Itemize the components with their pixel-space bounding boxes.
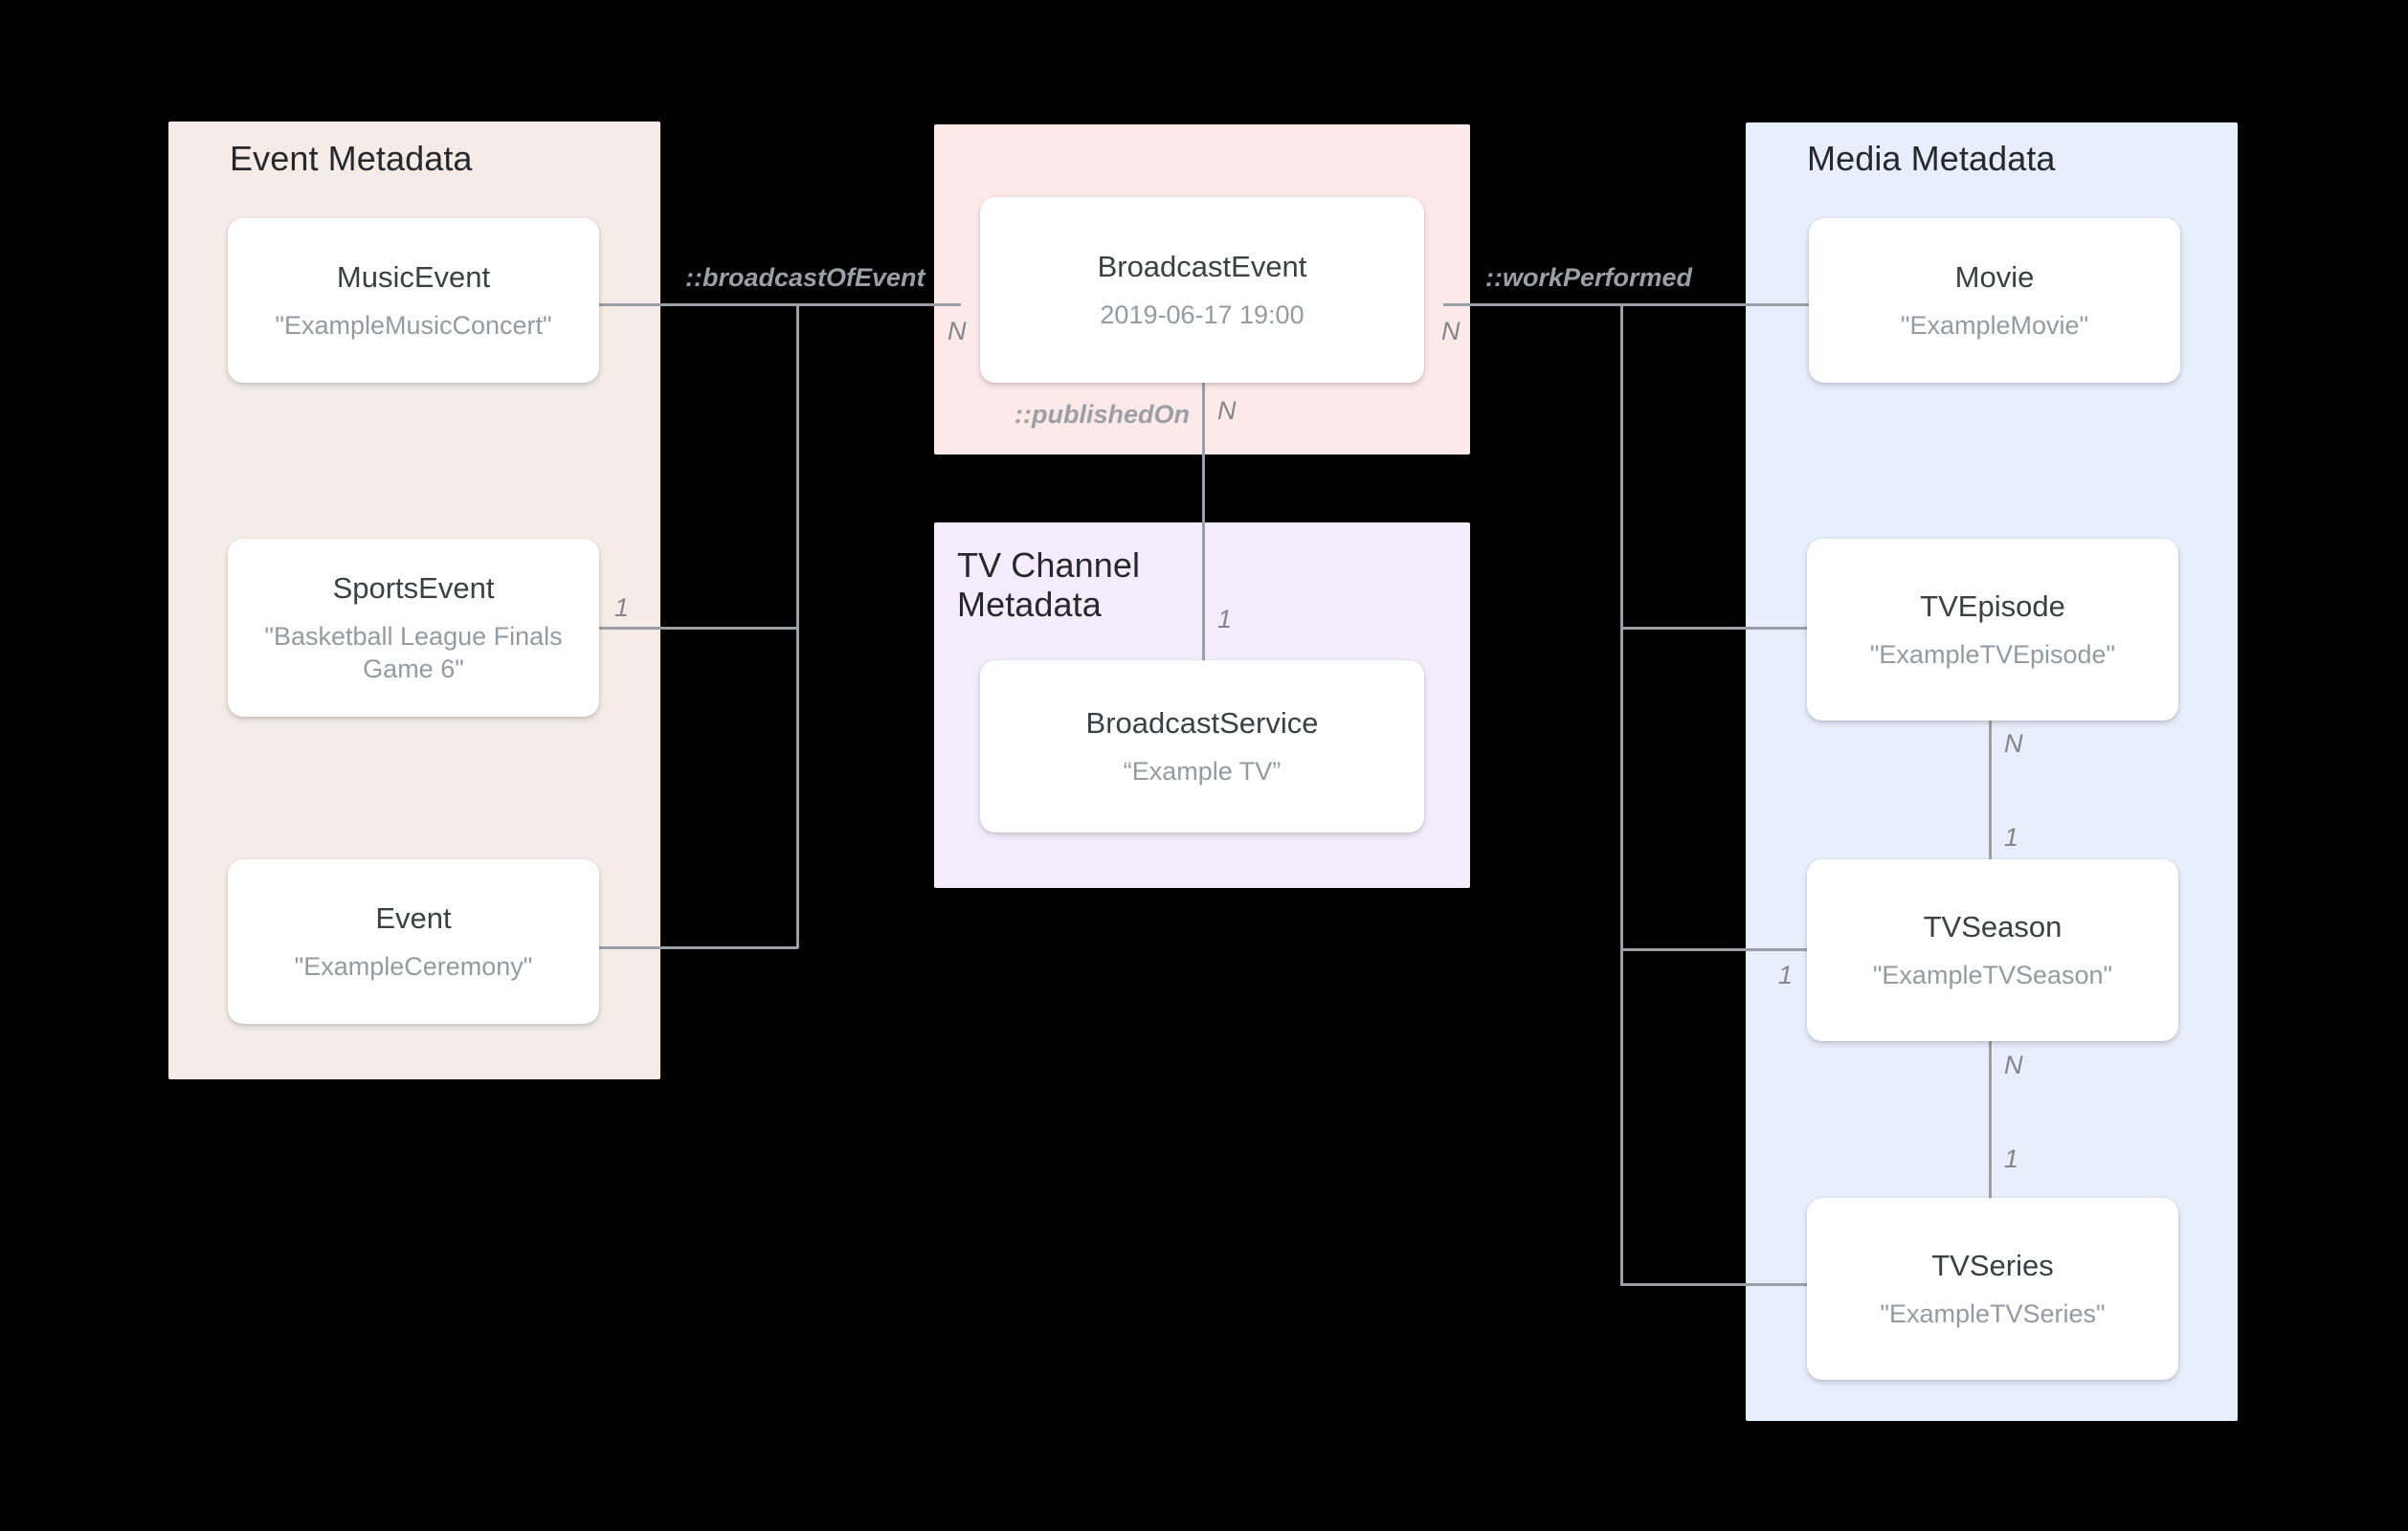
group-title-media-metadata: Media Metadata [1807,139,2056,178]
multiplicity-broadcast-service-top: 1 [1217,605,1233,633]
entity-value-tv-series: "ExampleTVSeries" [1880,1298,2106,1328]
relation-label-work-performed: ::workPerformed [1485,263,1693,292]
entity-card-movie[interactable]: Movie "ExampleMovie" [1809,218,2180,383]
entity-type-tv-episode: TVEpisode [1920,588,2065,623]
multiplicity-season-left: 1 [1778,961,1794,989]
connector-broadcast-to-event-trunk [796,303,961,306]
connector-season-to-series [1989,1039,1992,1211]
entity-value-broadcast-service: “Example TV” [1123,756,1282,786]
connector-branch-tv-series [1620,1283,1812,1286]
connector-branch-tv-season [1620,948,1812,951]
multiplicity-broadcast-bottom: N [1217,396,1237,425]
entity-type-music-event: MusicEvent [336,259,491,294]
entity-value-music-event: "ExampleMusicConcert" [275,310,552,340]
entity-value-broadcast-event: 2019-06-17 19:00 [1100,300,1304,329]
entity-type-broadcast-event: BroadcastEvent [1097,249,1307,283]
multiplicity-broadcast-left: N [948,317,967,345]
entity-value-movie: "ExampleMovie" [1900,310,2089,340]
connector-media-trunk-vertical [1620,303,1623,1285]
entity-value-event: "ExampleCeremony" [294,951,533,981]
multiplicity-season-top: 1 [2004,823,2019,852]
entity-card-event[interactable]: Event "ExampleCeremony" [228,859,599,1024]
entity-card-tv-series[interactable]: TVSeries "ExampleTVSeries" [1807,1198,2178,1380]
entity-type-sports-event: SportsEvent [332,570,495,605]
entity-card-sports-event[interactable]: SportsEvent "Basketball League Finals Ga… [228,539,599,717]
connector-branch-event [599,946,798,949]
entity-card-tv-episode[interactable]: TVEpisode "ExampleTVEpisode" [1807,539,2178,721]
multiplicity-broadcast-right: N [1441,317,1460,345]
connector-branch-music-event [599,303,798,306]
entity-value-sports-event: "Basketball League Finals Game 6" [264,621,563,683]
group-title-tv-channel-metadata: TV Channel Metadata [957,545,1141,625]
entity-card-broadcast-service[interactable]: BroadcastService “Example TV” [980,660,1424,832]
connector-episode-to-season [1989,720,1992,911]
connector-published-on [1202,383,1205,660]
entity-type-tv-series: TVSeries [1931,1248,2054,1282]
relation-label-broadcast-of-event: ::broadcastOfEvent [685,263,925,292]
relation-label-published-on: ::publishedOn [1014,400,1190,429]
connector-branch-sports-event [599,627,798,630]
entity-card-broadcast-event[interactable]: BroadcastEvent 2019-06-17 19:00 [980,197,1424,383]
entity-card-tv-season[interactable]: TVSeason "ExampleTVSeason" [1807,859,2178,1041]
entity-type-tv-season: TVSeason [1923,909,2062,943]
entity-type-event: Event [375,900,452,935]
multiplicity-season-bottom: N [2004,1051,2023,1079]
connector-branch-tv-episode [1620,627,1812,630]
entity-value-tv-season: "ExampleTVSeason" [1872,960,2113,989]
multiplicity-sports-event-right: 1 [614,593,630,622]
entity-type-broadcast-service: BroadcastService [1085,705,1319,740]
connector-event-trunk-vertical [796,303,799,948]
entity-card-music-event[interactable]: MusicEvent "ExampleMusicConcert" [228,218,599,383]
entity-type-movie: Movie [1954,259,2035,294]
multiplicity-episode-bottom: N [2004,729,2023,758]
group-title-event-metadata: Event Metadata [230,139,473,178]
multiplicity-series-top: 1 [2004,1144,2019,1173]
connector-branch-movie [1620,303,1812,306]
entity-value-tv-episode: "ExampleTVEpisode" [1869,639,2116,669]
connector-broadcast-to-media-trunk [1443,303,1623,306]
